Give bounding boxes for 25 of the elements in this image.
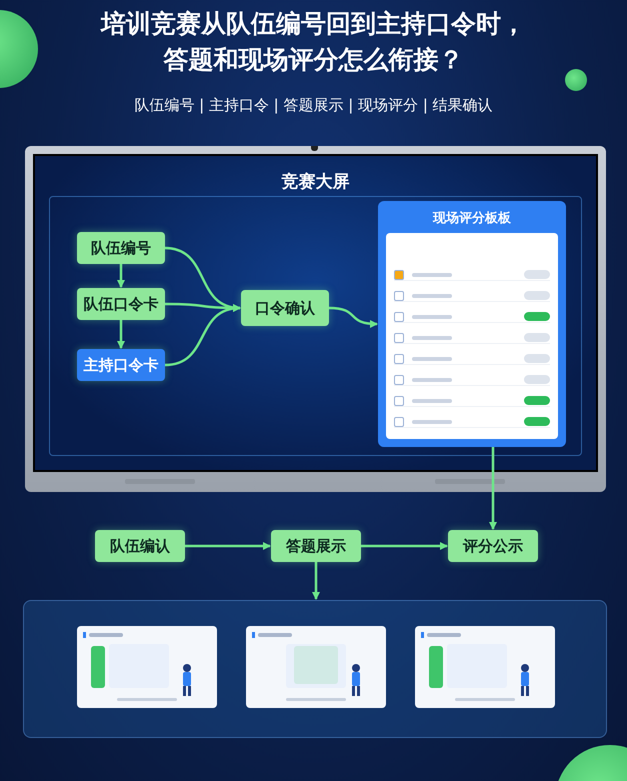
- title: 培训竞赛从队伍编号回到主持口令时，答题和现场评分怎么衔接？: [99, 8, 527, 76]
- arrow: [164, 304, 241, 366]
- arrow: [328, 306, 378, 328]
- arrow: [361, 542, 448, 550]
- arrow: [312, 562, 320, 600]
- process-box: 主持口令卡: [77, 349, 165, 381]
- card-panel: [23, 600, 607, 738]
- subtitle: 队伍编号 | 主持口令 | 答题展示 | 现场评分 | 结果确认: [134, 96, 493, 115]
- illustration-picture: [77, 626, 217, 708]
- process-box: 评分公示: [448, 530, 538, 562]
- process-box: 口令确认: [241, 290, 329, 326]
- arrow: [185, 542, 271, 550]
- scoring-panel: [378, 201, 566, 447]
- screen-title: 竞赛大屏: [280, 171, 350, 193]
- arrow: [117, 264, 125, 288]
- illustration-picture: [246, 626, 386, 708]
- illustration-picture: [415, 626, 555, 708]
- process-box: 队伍编认: [95, 530, 185, 562]
- process-box: 答题展示: [271, 530, 361, 562]
- arrow: [165, 302, 241, 312]
- arrow: [489, 447, 497, 530]
- process-box: 队伍口令卡: [77, 288, 165, 320]
- arrow: [117, 320, 125, 349]
- panel-title: 现场评分板板: [432, 210, 512, 227]
- process-box: 队伍编号: [77, 232, 165, 264]
